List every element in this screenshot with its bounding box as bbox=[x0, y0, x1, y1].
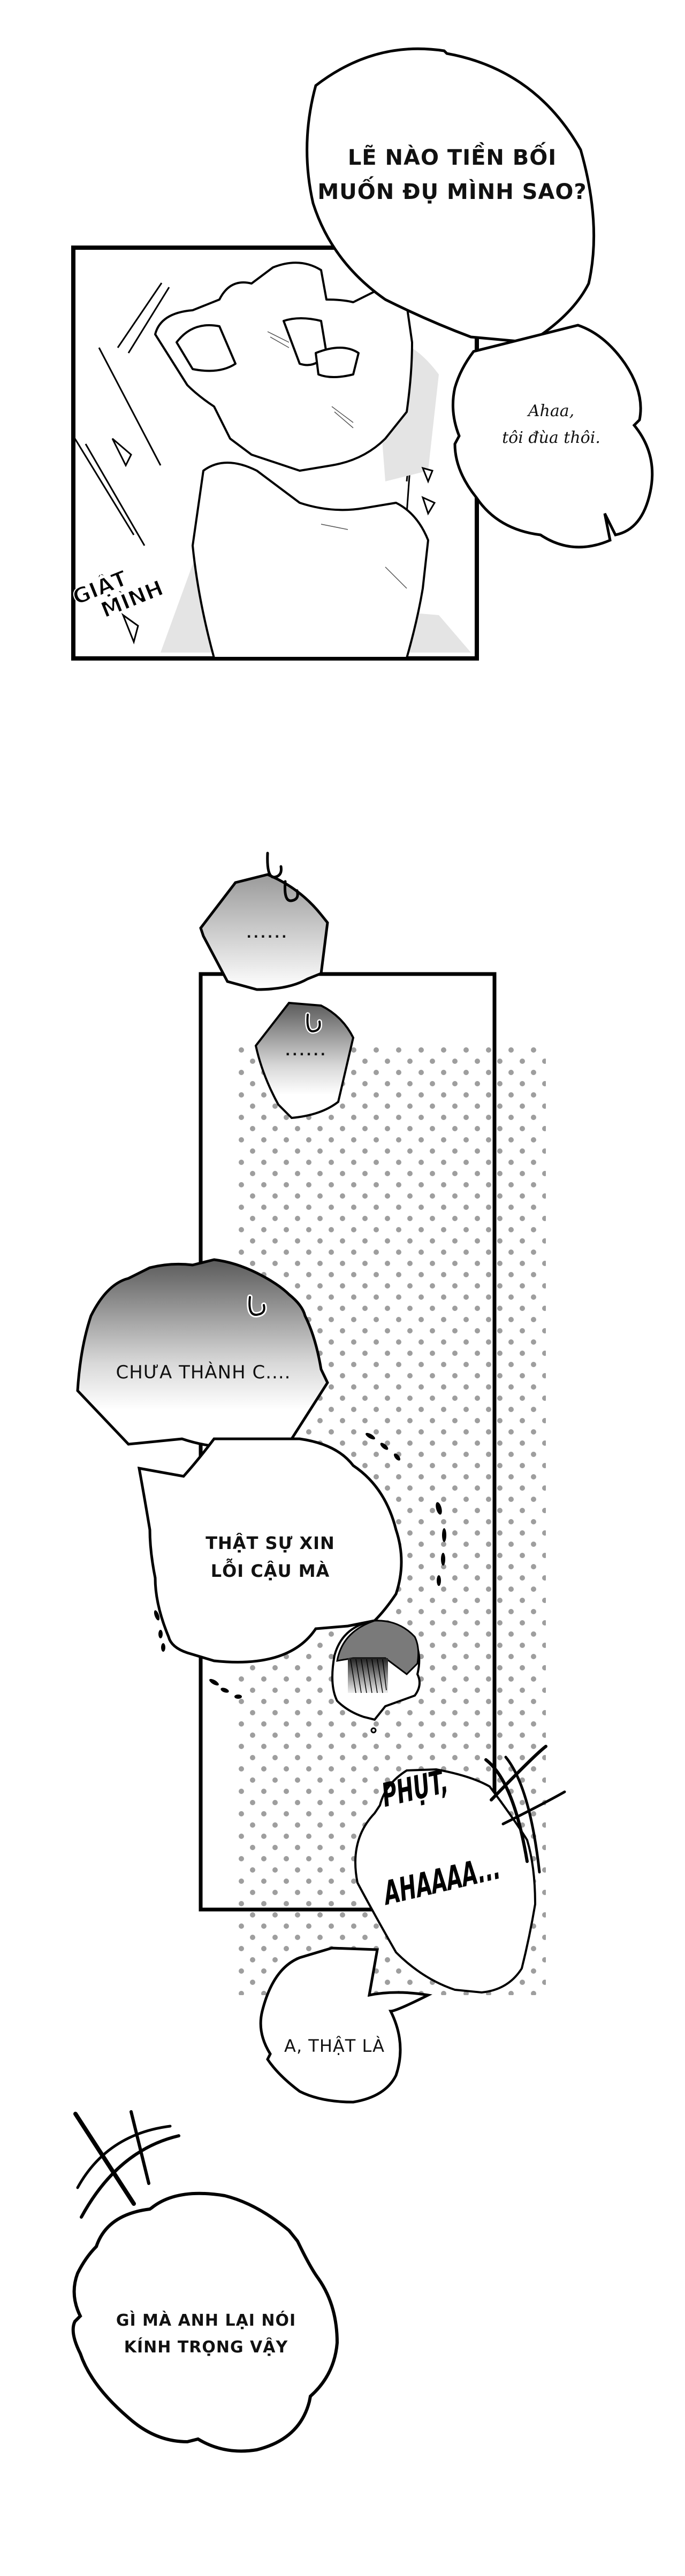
speech-bubble-8-shape bbox=[259, 1946, 432, 2104]
bubble-9-line-2: KÍNH TRỌNG VẬY bbox=[124, 2337, 288, 2357]
bubble-3-line-1: ...... bbox=[246, 926, 289, 941]
thought-bubble-5: CHƯA THÀNH C.... bbox=[78, 1361, 329, 1384]
speech-bubble-9-shape bbox=[71, 2191, 339, 2453]
speech-bubble-1-shape bbox=[306, 47, 596, 344]
speech-bubble-6: THẬT SỰ XIN LỖI CẬU MÀ bbox=[155, 1532, 385, 1582]
bubble-6-line-2: LỖI CẬU MÀ bbox=[210, 1561, 330, 1581]
bubble-6-line-1: THẬT SỰ XIN bbox=[206, 1533, 335, 1553]
bubble-4-line-1: ...... bbox=[285, 1044, 328, 1059]
bubble-9-line-1: GÌ MÀ ANH LẠI NÓI bbox=[116, 2311, 296, 2330]
bubble-1-line-2: MUỐN ĐỤ MÌNH SAO? bbox=[317, 180, 587, 204]
chibi-character bbox=[331, 1619, 421, 1734]
bubble-1-line-1: LẼ NÀO TIỀN BỐI bbox=[347, 145, 557, 170]
thought-bubble-3: ...... bbox=[209, 925, 326, 941]
laugh-hash-mark-right bbox=[484, 1745, 566, 1874]
speech-bubble-8: A, THẬT LÀ bbox=[268, 2035, 401, 2057]
thought-bubble-4: ...... bbox=[260, 1043, 353, 1059]
speech-bubble-2: Ahaa, tôi đùa thôi. bbox=[466, 401, 637, 448]
speech-bubble-7: PHỤT, AHAAAA... bbox=[375, 1759, 501, 1913]
bubble-5-line-1: CHƯA THÀNH C.... bbox=[116, 1362, 291, 1383]
bubble-8-line-1: A, THẬT LÀ bbox=[284, 2036, 385, 2056]
thought-bubble-3-shape bbox=[199, 852, 329, 991]
speech-bubble-9: GÌ MÀ ANH LẠI NÓI KÍNH TRỌNG VẬY bbox=[75, 2311, 337, 2357]
speech-bubble-7-shape bbox=[354, 1768, 537, 1994]
speech-bubble-1: LẼ NÀO TIỀN BỐI MUỐN ĐỤ MÌNH SAO? bbox=[308, 144, 597, 205]
thought-bubble-5-shape bbox=[76, 1258, 329, 1449]
bubble-2-line-2: tôi đùa thôi. bbox=[502, 428, 600, 447]
panel-1 bbox=[71, 246, 479, 661]
laugh-hash-mark-left bbox=[73, 2110, 180, 2219]
bubble-2-line-1: Ahaa, bbox=[528, 402, 575, 420]
speech-bubble-2-shape bbox=[451, 324, 654, 549]
thought-bubble-4-shape bbox=[254, 1001, 355, 1120]
